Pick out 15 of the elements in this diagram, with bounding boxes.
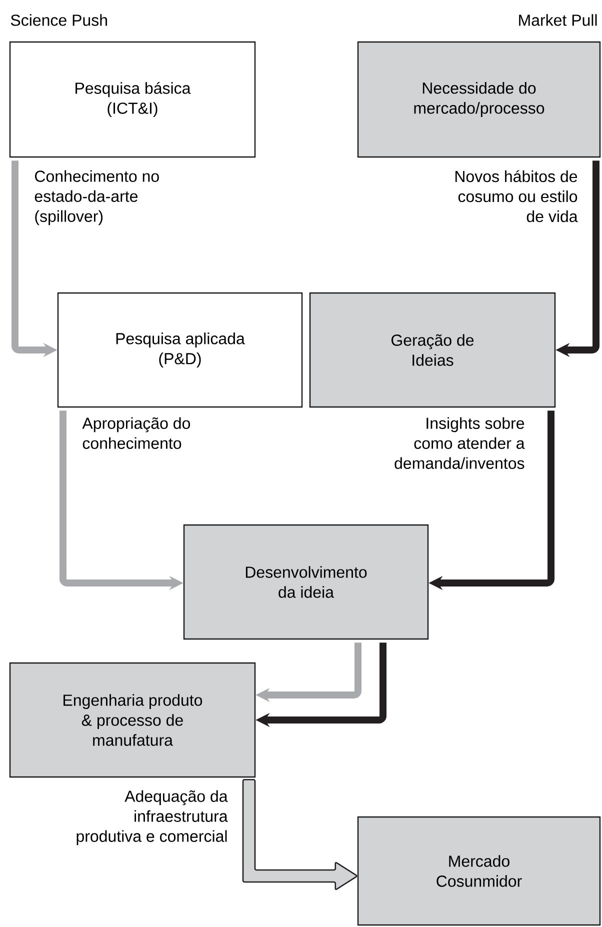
process-box: Geração de Ideias xyxy=(309,292,556,408)
edge-label: Apropriação do conhecimento xyxy=(82,417,190,449)
side-heading: Market Pull xyxy=(519,14,597,26)
process-box: Mercado Cosunmidor xyxy=(357,816,601,926)
edge-label: Conhecimento no estado-da-arte (spillover) xyxy=(34,170,159,226)
process-box: Pesquisa básica (ICT&I) xyxy=(9,41,256,158)
edge-label: Adequação da infraestrutura produtiva e comercial xyxy=(76,790,228,846)
process-box: Engenharia produto & processo de manufatura xyxy=(9,662,256,778)
process-box: Pesquisa aplicada (P&D) xyxy=(57,292,303,408)
side-heading: Science Push xyxy=(10,14,107,26)
edge-label: Novos hábitos de cosumo ou estilo de vida xyxy=(455,170,578,222)
process-box: Desenvolvimento da ideia xyxy=(183,524,429,640)
hollow-arrow xyxy=(242,778,358,890)
edge-label: Insights sobre como atender a demanda/inventos xyxy=(394,417,525,469)
process-box: Necessidade do mercado/processo xyxy=(357,41,601,158)
